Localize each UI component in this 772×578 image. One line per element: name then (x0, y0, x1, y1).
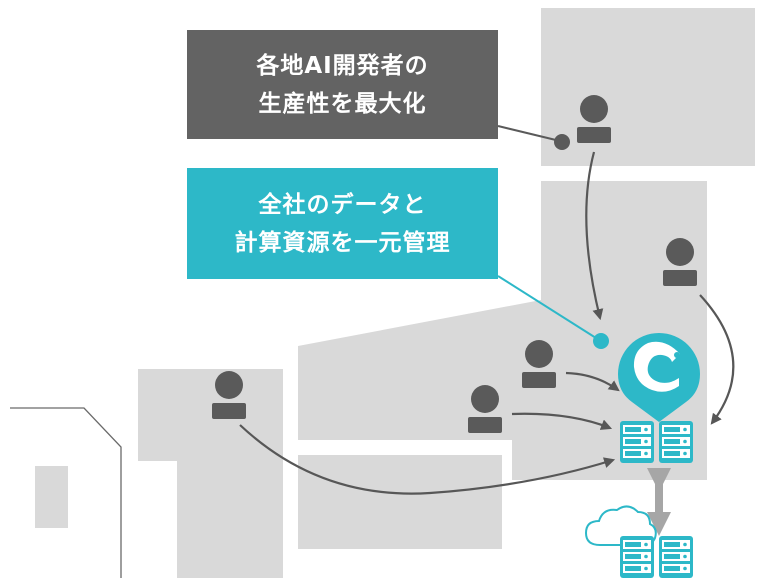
cloud-icon (584, 505, 657, 546)
server-rack-icon (659, 421, 693, 463)
connector-productivity (497, 125, 561, 142)
server-cluster-cloud (620, 536, 693, 578)
building-center-lower (298, 455, 502, 549)
arrow-lower-user (511, 412, 613, 430)
building-small-left (35, 466, 68, 528)
callout-centralize-line2: 計算資源を一元管理 (234, 229, 451, 256)
map-pin-icon (618, 333, 700, 422)
road-outline (10, 407, 122, 578)
callout-connectors (497, 125, 609, 349)
callout-productivity-line2: 生産性を最大化 (258, 90, 427, 117)
server-rack-icon (620, 536, 654, 578)
building-left (138, 369, 283, 578)
callout-productivity-line1: 各地AI開発者の (256, 52, 429, 79)
arrow-right-user (699, 294, 735, 425)
building-center (298, 300, 541, 440)
connector-centralize (497, 275, 597, 339)
server-rack-icon (620, 421, 654, 463)
building-top-right (541, 8, 755, 166)
arrow-top-user (585, 151, 604, 321)
arrow-left-user (239, 424, 616, 495)
arrows (239, 151, 735, 495)
callout-centralize: 全社のデータと 計算資源を一元管理 (187, 168, 498, 279)
server-rack-icon (659, 536, 693, 578)
pin-logo (633, 341, 680, 392)
pin-logo-eye (674, 352, 680, 358)
connector-dot-centralize (593, 333, 609, 349)
callout-productivity: 各地AI開発者の 生産性を最大化 (187, 30, 498, 139)
callout-centralize-line1: 全社のデータと (258, 191, 427, 218)
connector-dot-productivity (554, 134, 570, 150)
arrow-mid-user (565, 371, 620, 392)
